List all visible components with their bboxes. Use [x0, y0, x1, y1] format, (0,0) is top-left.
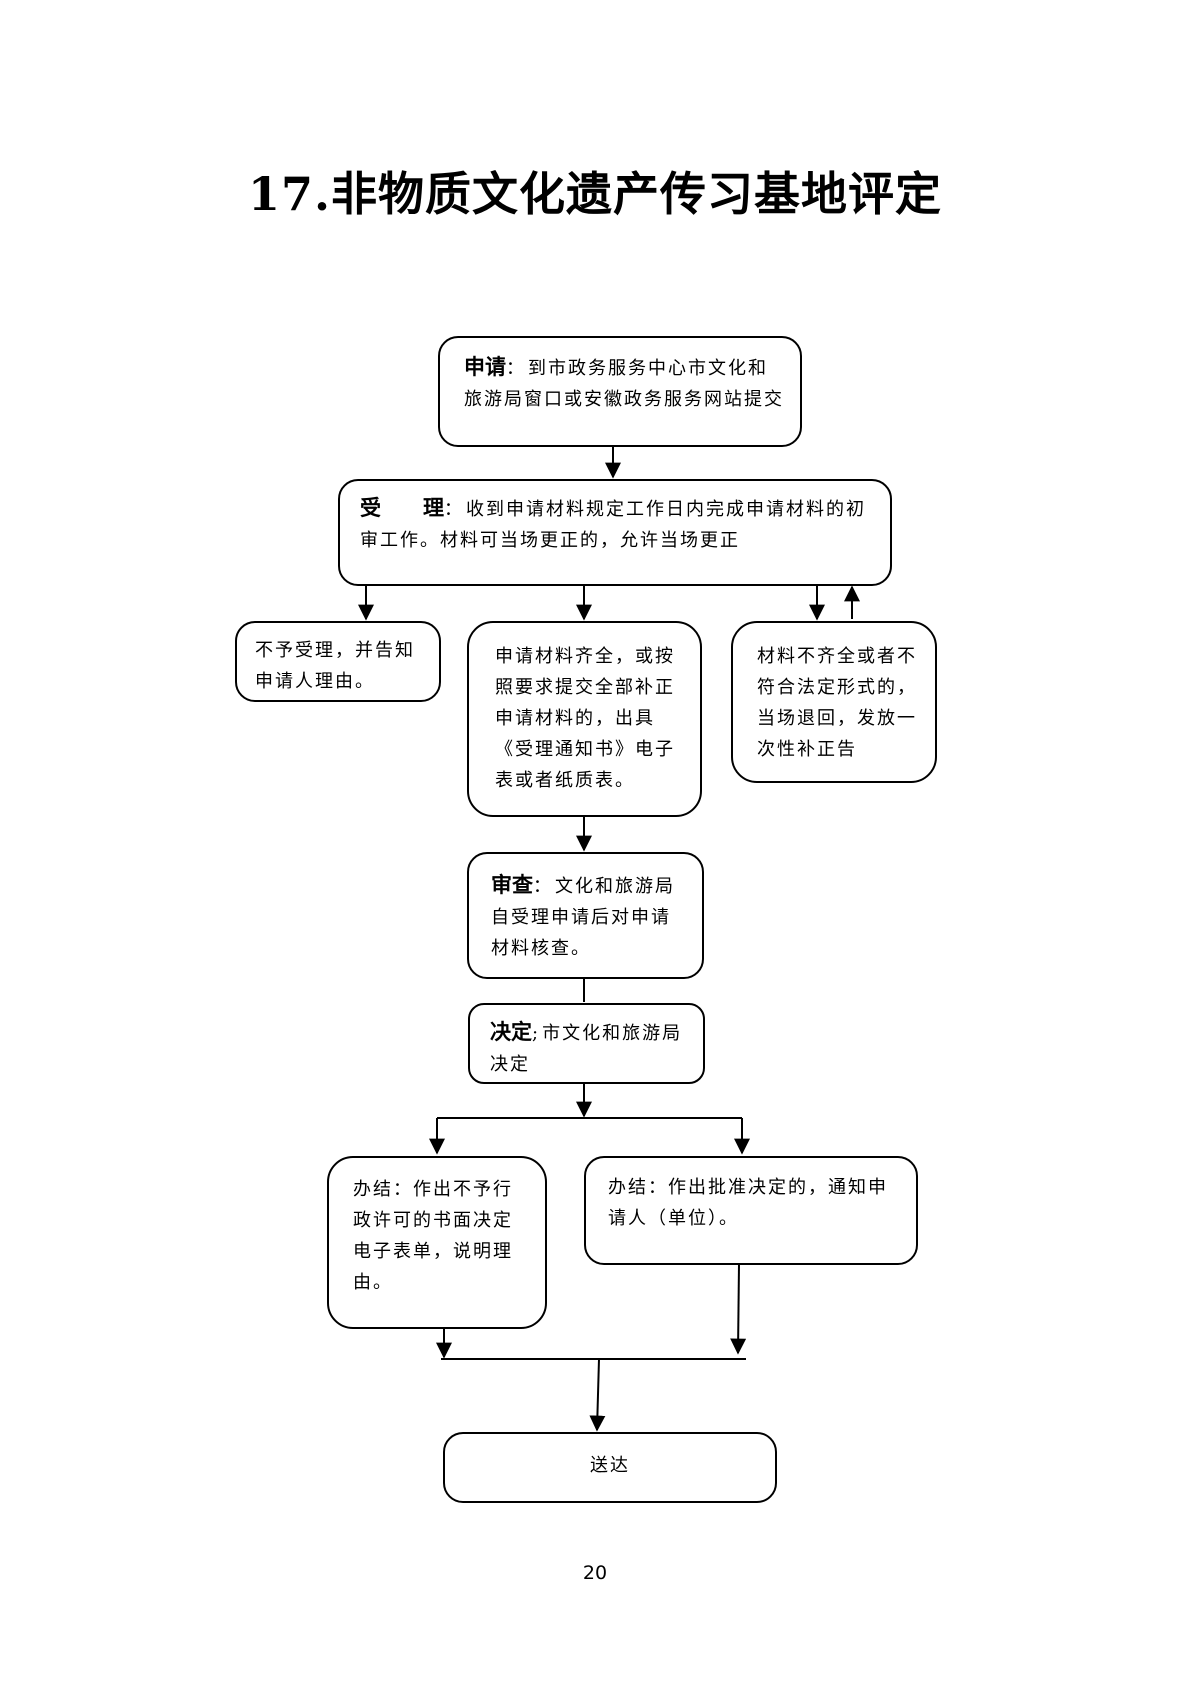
node-apply-label: 申请: [464, 355, 506, 379]
node-review-text: 文化和旅游局自受理申请后对申请材料核查。: [491, 876, 675, 959]
node-apply-sep: ：: [506, 358, 526, 379]
node-accept-text: 收到申请材料规定工作日内完成申请材料的初审工作。材料可当场更正的，允许当场更正: [360, 499, 866, 551]
node-deliver: 送达: [443, 1432, 777, 1503]
arrow-approve-to-merge: [730, 1263, 747, 1355]
node-accept-label: 受 理: [360, 496, 444, 520]
arrow-merge-to-deliver: [589, 1358, 606, 1432]
node-decide: 决定;市文化和旅游局决定: [468, 1003, 705, 1084]
node-decide-label: 决定: [490, 1020, 532, 1044]
node-apply: 申请：到市政务服务中心市文化和旅游局窗口或安徽政务服务网站提交: [438, 336, 802, 447]
node-approve-text: 办结：作出批准决定的，通知申请人（单位）。: [608, 1177, 888, 1229]
node-deny-text: 办结：作出不予行政许可的书面决定电子表单，说明理由。: [353, 1179, 513, 1293]
node-approve: 办结：作出批准决定的，通知申请人（单位）。: [584, 1156, 918, 1265]
node-incomplete: 材料不齐全或者不符合法定形式的，当场退回，发放一次性补正告: [731, 621, 937, 783]
page-number: 20: [582, 1562, 608, 1584]
node-reject-text: 不予受理，并告知申请人理由。: [255, 640, 415, 692]
node-incomplete-text: 材料不齐全或者不符合法定形式的，当场退回，发放一次性补正告: [757, 646, 917, 760]
node-accept-sep: ：: [444, 499, 464, 520]
node-complete-text: 申请材料齐全，或按照要求提交全部补正申请材料的，出具《受理通知书》电子表或者纸质…: [495, 646, 675, 791]
node-accept: 受 理：收到申请材料规定工作日内完成申请材料的初审工作。材料可当场更正的，允许当…: [338, 479, 892, 586]
node-apply-text: 到市政务服务中心市文化和旅游局窗口或安徽政务服务网站提交: [464, 358, 784, 410]
node-review: 审查：文化和旅游局自受理申请后对申请材料核查。: [467, 852, 704, 979]
node-review-label: 审查: [491, 873, 533, 897]
node-decide-sep: ;: [532, 1023, 541, 1044]
node-deny: 办结：作出不予行政许可的书面决定电子表单，说明理由。: [327, 1156, 547, 1329]
page-title: 17.非物质文化遗产传习基地评定: [247, 167, 943, 221]
node-reject: 不予受理，并告知申请人理由。: [235, 621, 441, 702]
node-review-sep: ：: [533, 876, 553, 897]
node-complete: 申请材料齐全，或按照要求提交全部补正申请材料的，出具《受理通知书》电子表或者纸质…: [467, 621, 702, 817]
node-deliver-text: 送达: [590, 1455, 630, 1476]
node-decide-text: 市文化和旅游局决定: [490, 1023, 683, 1075]
